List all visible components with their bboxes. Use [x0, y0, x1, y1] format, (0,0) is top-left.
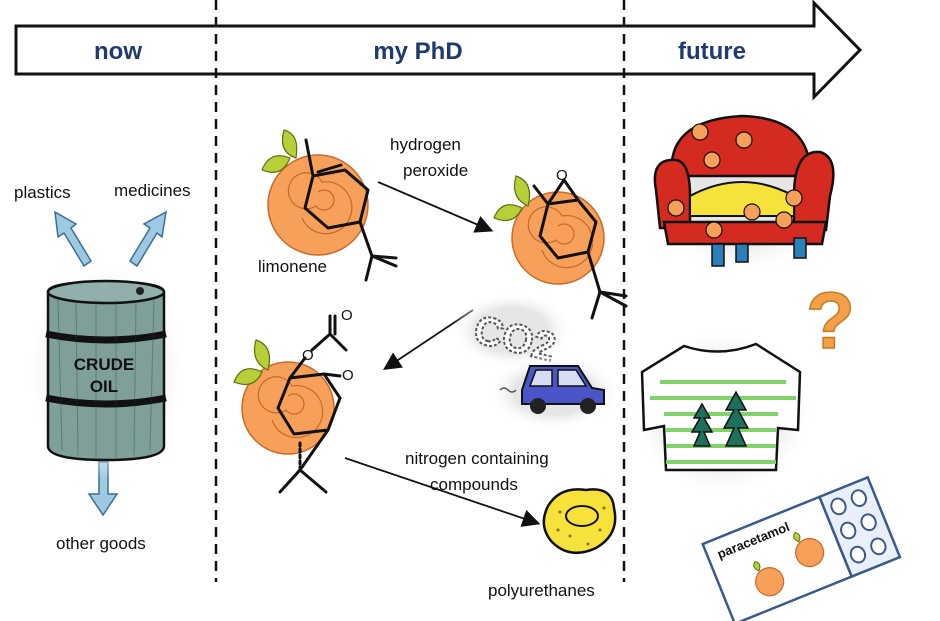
label-plastics: plastics — [14, 183, 71, 202]
barrel-label-oil: OIL — [90, 377, 118, 396]
atom-o-epoxide: O — [556, 167, 568, 184]
phase-my-phd: my PhD — [373, 38, 462, 65]
future-section: ? paracetamol — [630, 104, 902, 621]
arrow-to-polyurethane — [344, 457, 541, 527]
label-medicines: medicines — [114, 181, 191, 200]
label-other-goods: other goods — [56, 534, 146, 553]
label-polyurethanes: polyurethanes — [488, 581, 595, 600]
label-limonene: limonene — [258, 257, 327, 276]
armchair-icon — [646, 104, 838, 276]
label-compounds: compounds — [430, 475, 518, 494]
atom-o-ring-left: O — [302, 347, 314, 364]
car-icon — [488, 354, 620, 430]
paracetamol-pack-icon: paracetamol — [701, 475, 902, 621]
oil-barrel-icon: CRUDE OIL — [26, 260, 186, 480]
barrel-label-crude: CRUDE — [74, 355, 134, 374]
epoxide-orange-icon — [493, 175, 605, 285]
atom-o-ring-right: O — [342, 367, 354, 384]
label-peroxide: peroxide — [403, 161, 468, 180]
carbonate-structure — [276, 314, 348, 494]
limonene-structure — [303, 138, 398, 282]
label-hydrogen: hydrogen — [390, 135, 461, 154]
sweater-icon — [630, 328, 814, 496]
epoxide-structure — [532, 178, 628, 320]
atom-o-carbonyl: O — [341, 307, 353, 324]
phase-future: future — [678, 38, 746, 65]
now-section: plastics medicines other goods CRUDE OIL — [14, 181, 191, 553]
arrow-to-plastics — [54, 210, 93, 268]
sponge-icon — [542, 488, 617, 555]
arrow-to-medicines — [128, 210, 167, 268]
limonene-orange-icon — [261, 129, 369, 256]
label-nitrogen-containing: nitrogen containing — [405, 449, 549, 468]
phd-section: limonene hydrogen peroxide O CO2 — [233, 129, 628, 600]
question-mark: ? — [806, 276, 855, 365]
timeline-arrow — [14, 0, 863, 101]
phase-now: now — [94, 38, 142, 65]
arrow-epoxidation — [377, 181, 494, 233]
